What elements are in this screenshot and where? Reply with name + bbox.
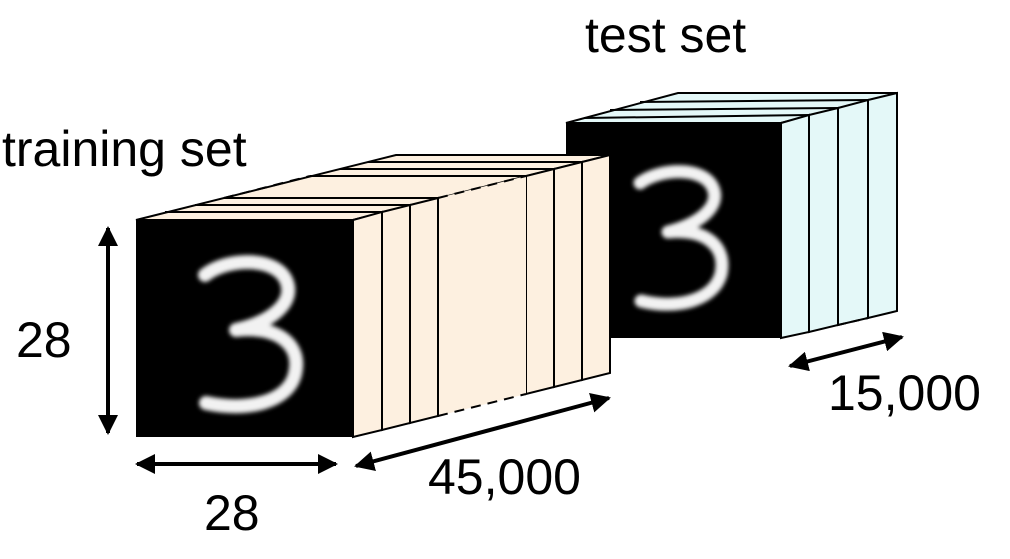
test-slab-back: [867, 91, 898, 320]
test-set-label: test set: [585, 7, 746, 63]
training-slab-far-2: [553, 160, 583, 389]
training-slab-near-3: [409, 196, 439, 425]
width-label: 28: [204, 485, 260, 541]
test-slab-front: [808, 106, 839, 334]
training-slab-near-1: [352, 210, 383, 439]
training-slab-far-1: [581, 153, 611, 382]
height-label: 28: [16, 312, 72, 368]
handwritten-digit-3-icon: [198, 255, 304, 414]
test-slab-first: [780, 113, 810, 340]
training-slab-far-3: [525, 167, 555, 396]
test-count-arrow: [788, 331, 904, 372]
training-set-label: training set: [2, 121, 247, 177]
training-slab-near-2: [381, 203, 411, 432]
test-slab-middle: [837, 98, 869, 327]
test-count-label: 15,000: [828, 365, 981, 421]
training-slab-gap: [438, 176, 526, 416]
training-set-stack: [135, 153, 611, 439]
training-count-arrow: [354, 393, 611, 471]
test-set-stack: [565, 91, 898, 340]
training-count-label: 45,000: [428, 449, 581, 505]
handwritten-digit-3-icon: [633, 165, 729, 311]
